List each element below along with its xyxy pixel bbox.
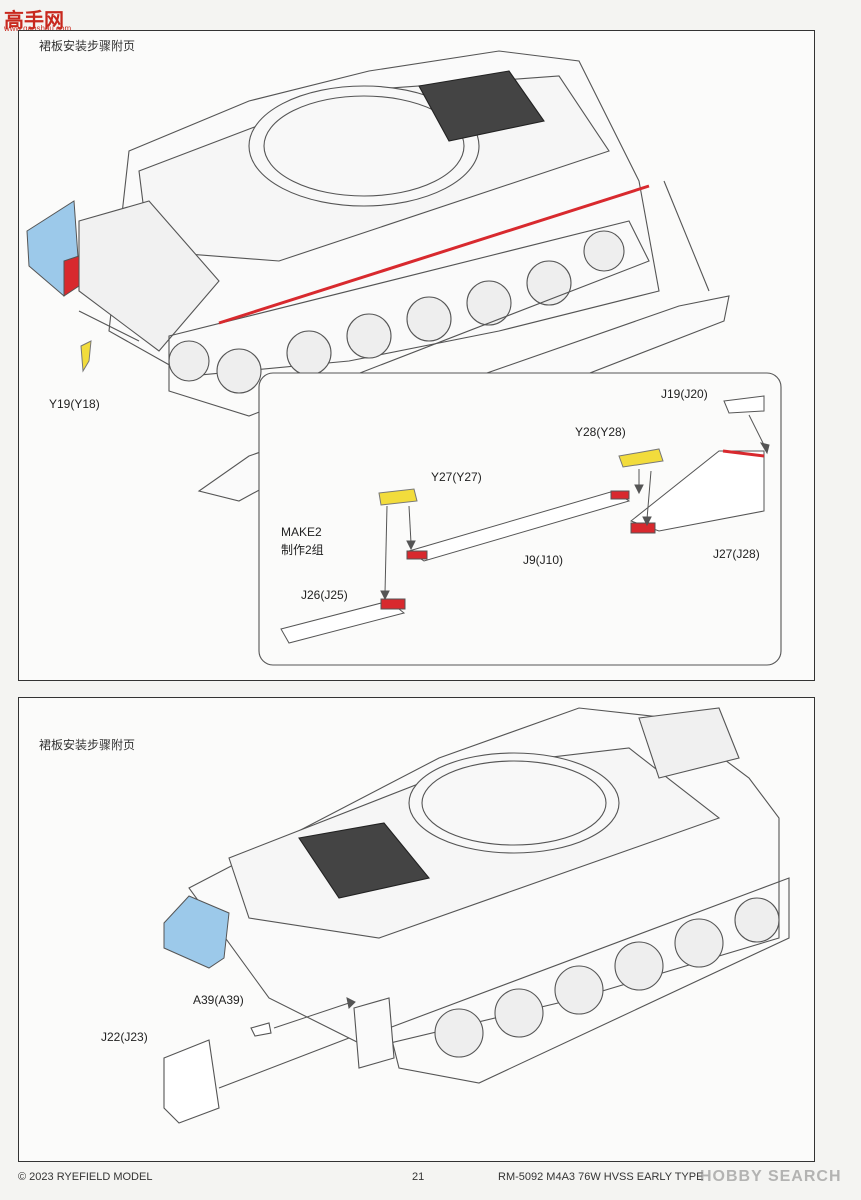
callout-j19: J19(J20) [661,387,708,401]
hobby-search-watermark: HOBBY SEARCH [700,1168,842,1185]
instruction-panel-bottom: 裙板安装步骤附页 [18,697,815,1162]
front-mudguard-blue [163,895,230,969]
panel-top-title: 裙板安装步骤附页 [39,39,136,53]
glue-line [218,184,650,325]
footer-product: RM-5092 M4A3 76W HVSS EARLY TYPE [498,1171,704,1183]
skirt-plate-illustration [163,707,790,1124]
part-y19 [80,340,92,373]
site-logo: 高手网 [4,8,64,32]
instruction-panel-top: 裙板安装步骤附页 [18,30,815,681]
arrow-icon [273,997,356,1029]
callout-j9: J9(J10) [523,553,564,567]
part-y28 [618,448,664,468]
callout-j27: J27(J28) [713,547,760,561]
panel-bottom-title: 裙板安装步骤附页 [39,738,136,752]
callout-a39: A39(A39) [193,993,244,1007]
arrow-icon [380,414,770,601]
callout-make2-cn: 制作2组 [281,543,324,557]
callout-y27: Y27(Y27) [431,470,482,484]
callout-y28: Y28(Y28) [575,425,626,439]
footer-page-number: 21 [412,1171,425,1183]
tank-hull-illustration [26,50,782,666]
callout-j22: J22(J23) [101,1030,148,1044]
callout-j26: J26(J25) [301,588,348,602]
callout-y19: Y19(Y18) [49,397,100,411]
callout-make2: MAKE2 [281,525,322,539]
part-y27 [378,488,418,506]
site-logo-domain: www.gaoshou.com [4,24,72,33]
footer-copyright: © 2023 RYEFIELD MODEL [18,1171,153,1183]
